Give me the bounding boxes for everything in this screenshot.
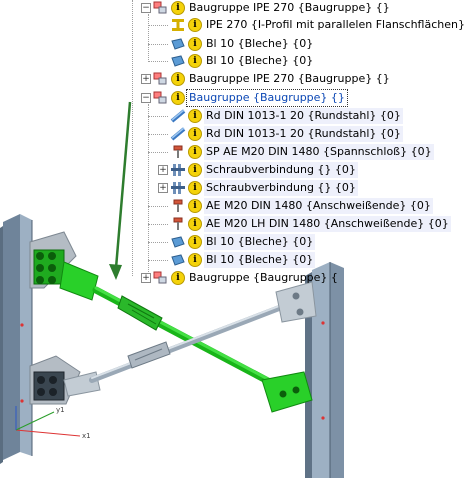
tree-item-bolt-connection[interactable]: + i Schraubverbindung {} {0} bbox=[158, 162, 358, 178]
tree-item-assembly-1[interactable]: − i Baugruppe IPE 270 {Baugruppe} {} bbox=[141, 0, 392, 16]
info-icon: i bbox=[188, 235, 202, 249]
tree-item-turnbuckle[interactable]: i SP AE M20 DIN 1480 {Spannschloß} {0} bbox=[170, 144, 434, 160]
plate-icon bbox=[171, 236, 185, 248]
tree-item-label: SP AE M20 DIN 1480 {Spannschloß} {0} bbox=[204, 144, 434, 160]
axis-y-label: y1 bbox=[56, 406, 65, 414]
tree-item-bolt-connection[interactable]: + i Schraubverbindung {} {0} bbox=[158, 180, 358, 196]
tree-item-label: Baugruppe IPE 270 {Baugruppe} {} bbox=[189, 72, 390, 85]
bracing-rod[interactable] bbox=[89, 281, 317, 383]
tree-item-label: AE M20 LH DIN 1480 {Anschweißende} {0} bbox=[204, 216, 451, 232]
info-icon: i bbox=[188, 18, 202, 32]
info-icon: i bbox=[171, 72, 185, 86]
assembly-icon bbox=[153, 91, 167, 104]
info-icon: i bbox=[188, 127, 202, 141]
collapse-toggle[interactable]: − bbox=[141, 3, 151, 13]
tree-item-label: Rd DIN 1013-1 20 {Rundstahl} {0} bbox=[204, 108, 403, 124]
tree-item-label: Baugruppe {Baugruppe} {} bbox=[186, 89, 348, 107]
bolt-connection-icon bbox=[171, 164, 185, 176]
tree-item-plate[interactable]: i Bl 10 {Bleche} {0} bbox=[170, 252, 316, 268]
tree-item-round-bar[interactable]: i Rd DIN 1013-1 20 {Rundstahl} {0} bbox=[170, 126, 403, 142]
tree-item-label: Rd DIN 1013-1 20 {Rundstahl} {0} bbox=[204, 126, 403, 142]
tree-item-round-bar[interactable]: i Rd DIN 1013-1 20 {Rundstahl} {0} bbox=[170, 108, 403, 124]
tree-item-plate[interactable]: i Bl 10 {Bleche} {0} bbox=[170, 36, 315, 52]
tree-item-plate[interactable]: i Bl 10 {Bleche} {0} bbox=[170, 234, 316, 250]
expand-toggle[interactable]: + bbox=[158, 183, 168, 193]
tree-item-label: Bl 10 {Bleche} {0} bbox=[206, 54, 314, 67]
expand-toggle[interactable]: + bbox=[141, 74, 151, 84]
tree-item-label: Schraubverbindung {} {0} bbox=[204, 180, 358, 196]
weld-end-icon bbox=[173, 217, 183, 230]
tree-item-label: AE M20 DIN 1480 {Anschweißende} {0} bbox=[204, 198, 433, 214]
tree-item-weld-end[interactable]: i AE M20 DIN 1480 {Anschweißende} {0} bbox=[170, 198, 433, 214]
tree-item-assembly-selected[interactable]: − i Baugruppe {Baugruppe} {} bbox=[141, 89, 348, 107]
expand-toggle[interactable]: + bbox=[158, 165, 168, 175]
info-icon: i bbox=[188, 54, 202, 68]
tree-item-label: Bl 10 {Bleche} {0} bbox=[204, 234, 316, 250]
info-icon: i bbox=[188, 37, 202, 51]
tree-item-plate[interactable]: i Bl 10 {Bleche} {0} bbox=[170, 53, 315, 69]
info-icon: i bbox=[188, 253, 202, 267]
info-icon: i bbox=[171, 91, 185, 105]
plate-icon bbox=[171, 55, 185, 67]
info-icon: i bbox=[171, 271, 185, 285]
turnbuckle-icon bbox=[173, 145, 183, 158]
beam-icon bbox=[172, 19, 184, 31]
info-icon: i bbox=[188, 163, 202, 177]
tree-item-assembly-3[interactable]: + i Baugruppe {Baugruppe} { bbox=[141, 270, 340, 286]
tree-item-beam[interactable]: i IPE 270 {I-Profil mit parallelen Flans… bbox=[170, 17, 467, 33]
info-icon: i bbox=[188, 109, 202, 123]
tree-item-assembly-2[interactable]: + i Baugruppe IPE 270 {Baugruppe} {} bbox=[141, 71, 392, 87]
info-icon: i bbox=[188, 181, 202, 195]
info-icon: i bbox=[188, 217, 202, 231]
assembly-icon bbox=[153, 72, 167, 85]
tree-item-label: Schraubverbindung {} {0} bbox=[204, 162, 358, 178]
info-icon: i bbox=[188, 199, 202, 213]
weld-end-icon bbox=[173, 199, 183, 212]
tree-item-label: Baugruppe IPE 270 {Baugruppe} {} bbox=[189, 1, 390, 14]
info-icon: i bbox=[171, 1, 185, 15]
upper-left-connection[interactable] bbox=[29, 231, 99, 301]
tree-item-label: Bl 10 {Bleche} {0} bbox=[206, 37, 314, 50]
annotation-arrow bbox=[109, 101, 132, 280]
bolt-connection-icon bbox=[171, 182, 185, 194]
model-scene[interactable]: x1 y1 bbox=[0, 0, 450, 479]
tree-item-label: IPE 270 {I-Profil mit parallelen Flansch… bbox=[206, 18, 465, 31]
axis-triad: x1 y1 bbox=[15, 406, 91, 440]
plate-icon bbox=[171, 254, 185, 266]
tree-item-label: Baugruppe {Baugruppe} { bbox=[189, 271, 338, 284]
axis-x-label: x1 bbox=[82, 432, 91, 440]
collapse-toggle[interactable]: − bbox=[141, 93, 151, 103]
structure-tree[interactable]: − i Baugruppe IPE 270 {Baugruppe} {} i I… bbox=[0, 0, 465, 290]
expand-toggle[interactable]: + bbox=[141, 273, 151, 283]
assembly-icon bbox=[153, 271, 167, 284]
round-bar-icon bbox=[170, 109, 186, 123]
plate-icon bbox=[171, 38, 185, 50]
round-bar-icon bbox=[170, 127, 186, 141]
tree-item-label: Bl 10 {Bleche} {0} bbox=[204, 252, 316, 268]
info-icon: i bbox=[188, 145, 202, 159]
tree-item-weld-end[interactable]: i AE M20 LH DIN 1480 {Anschweißende} {0} bbox=[170, 216, 451, 232]
assembly-icon bbox=[153, 1, 167, 14]
